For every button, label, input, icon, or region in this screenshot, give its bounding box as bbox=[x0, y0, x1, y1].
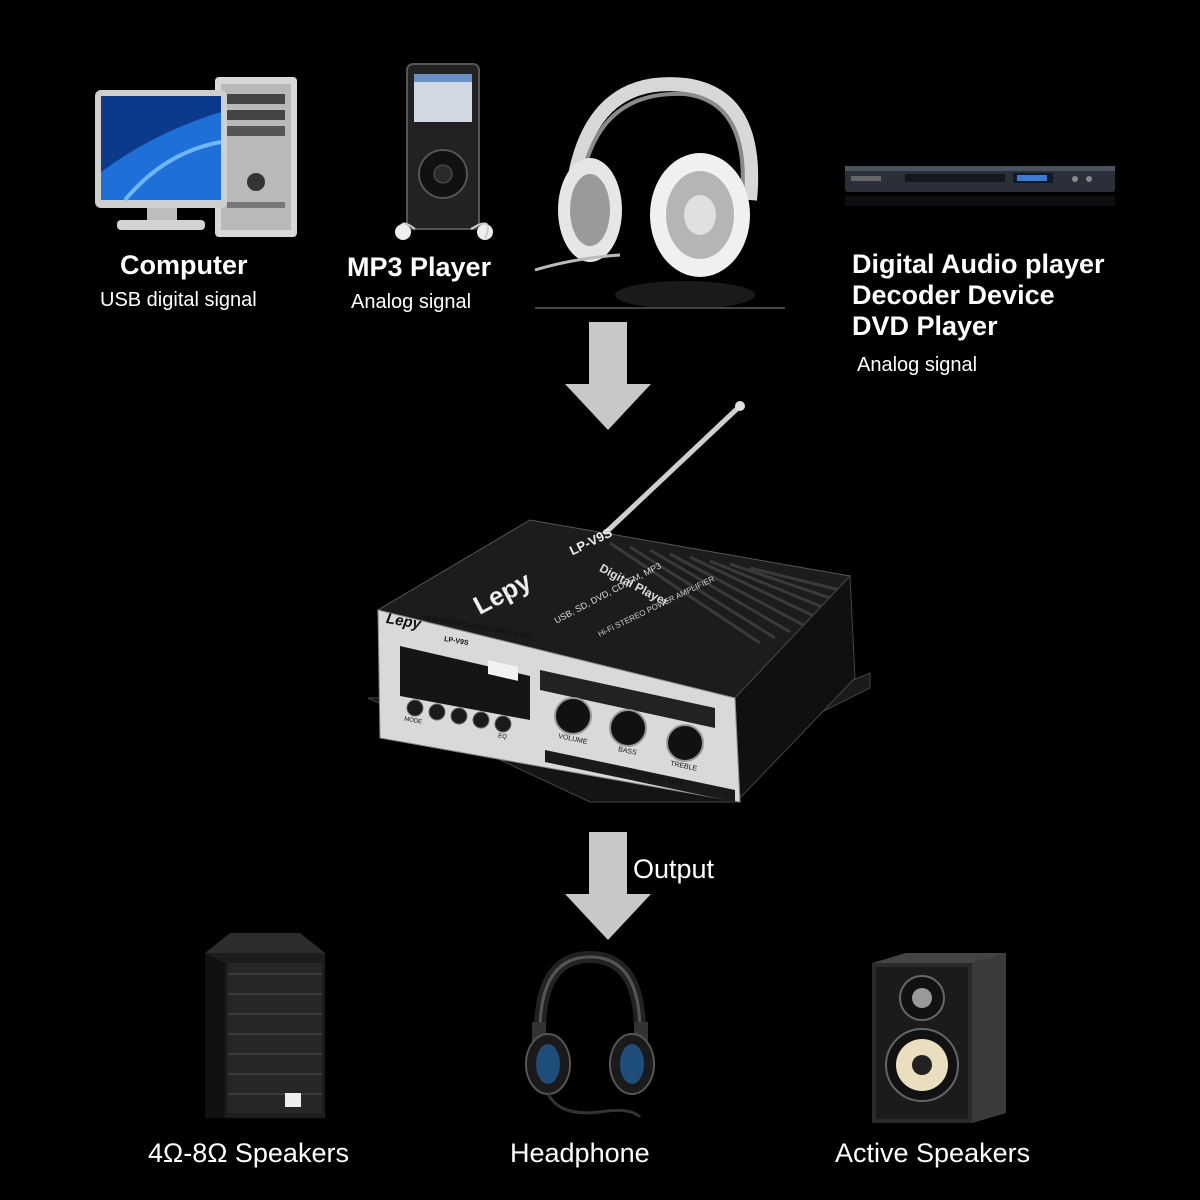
amplifier-icon bbox=[367, 401, 871, 803]
source-label-mp3: MP3 Player bbox=[347, 252, 492, 282]
source-label-computer: Computer bbox=[120, 250, 248, 280]
headphones-icon bbox=[534, 77, 785, 309]
computer-icon bbox=[95, 77, 297, 237]
input-arrow-icon bbox=[565, 322, 651, 430]
source-line-digital-audio-player: Digital Audio player bbox=[852, 249, 1105, 279]
source-signal-computer: USB digital signal bbox=[100, 289, 257, 311]
source-signal-digital-devices: Analog signal bbox=[857, 354, 978, 376]
source-signal-mp3: Analog signal bbox=[351, 291, 472, 313]
output-label: Output bbox=[633, 854, 715, 884]
pa-speaker-icon bbox=[205, 933, 325, 1118]
mp3-player-icon bbox=[395, 63, 493, 240]
output-arrow-icon bbox=[565, 832, 651, 940]
amp-button-label-eq: EQ bbox=[497, 733, 508, 741]
output-label-active-speakers: Active Speakers bbox=[835, 1138, 1031, 1168]
source-label-digital-devices: Digital Audio player Decoder Device DVD … bbox=[852, 249, 1105, 342]
studio-headphones-icon bbox=[525, 950, 655, 1119]
source-line-decoder-device: Decoder Device bbox=[852, 280, 1055, 310]
amplifier: Lepy LP-V9S USB, SD, DVD, CD, FM, MP3 Di… bbox=[360, 398, 880, 808]
output-label-headphone: Headphone bbox=[510, 1138, 650, 1168]
bookshelf-speaker-icon bbox=[872, 953, 1006, 1123]
output-label-speakers: 4Ω-8Ω Speakers bbox=[148, 1138, 349, 1168]
dvd-player-icon bbox=[845, 166, 1115, 206]
source-line-dvd-player: DVD Player bbox=[852, 311, 998, 341]
